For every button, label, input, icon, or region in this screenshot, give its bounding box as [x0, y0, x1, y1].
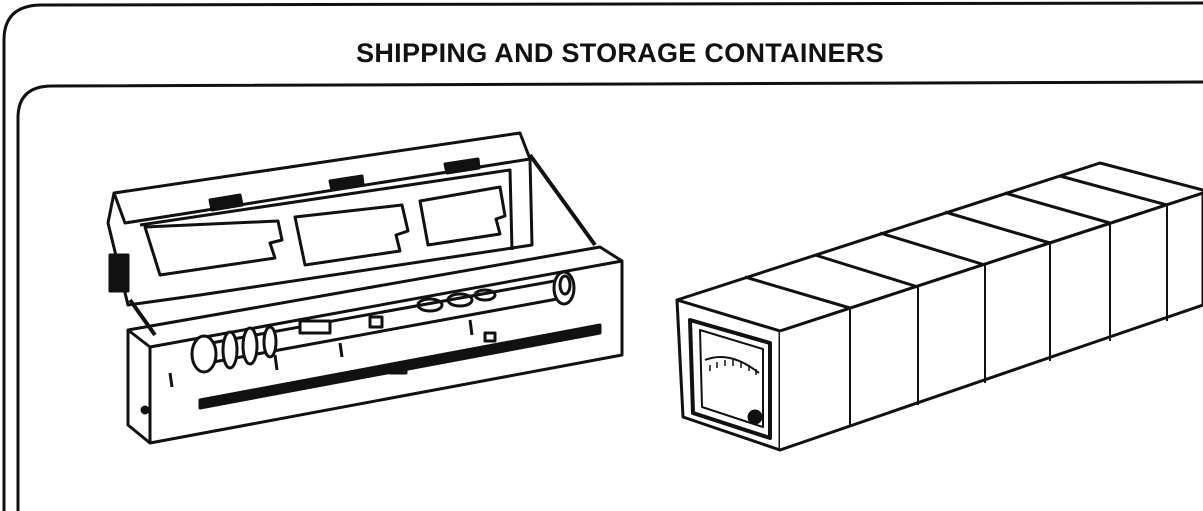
- page-title: SHIPPING AND STORAGE CONTAINERS: [356, 38, 884, 68]
- storage-container-box-illustration: [675, 161, 1203, 452]
- open-shipping-container-illustration: [106, 131, 624, 445]
